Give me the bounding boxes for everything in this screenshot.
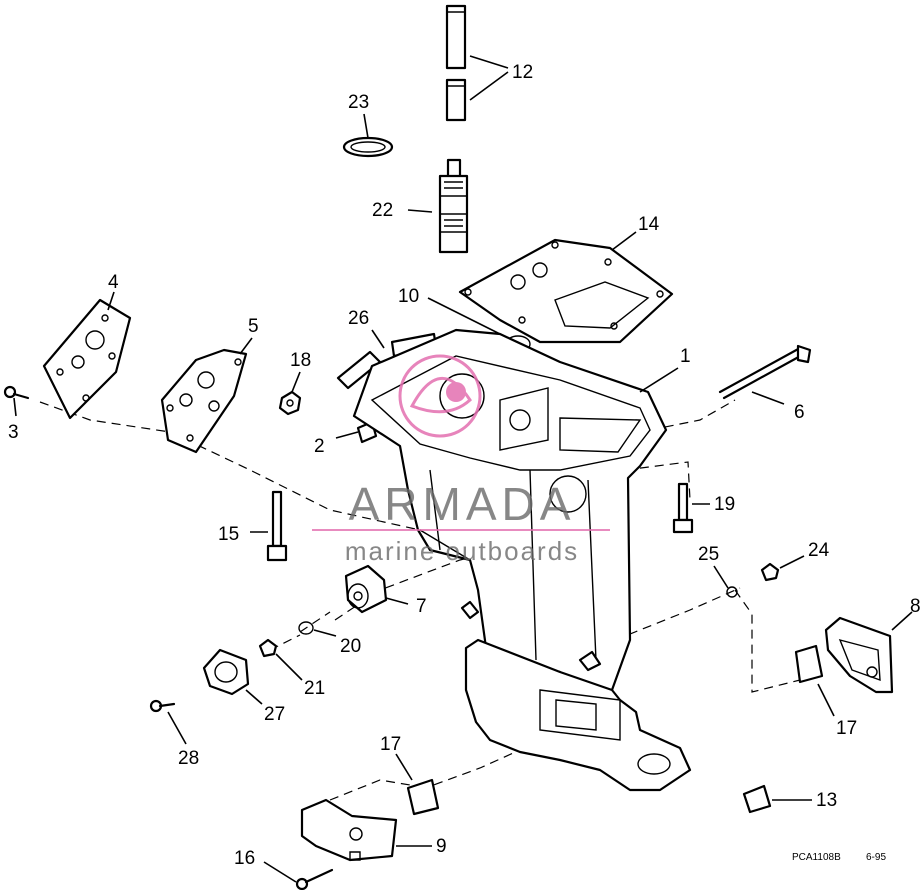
part-25-o-ring	[726, 586, 738, 598]
callout-15: 15	[218, 524, 239, 545]
callout-22: 22	[372, 200, 393, 221]
callout-24: 24	[808, 540, 830, 561]
part-12-water-tubes	[445, 4, 467, 122]
callout-5: 5	[248, 316, 259, 337]
part-17-rubber-block-right	[794, 644, 824, 684]
callout-9: 9	[436, 836, 447, 857]
part-7-rubber-mount	[344, 564, 388, 614]
callout-20: 20	[340, 636, 361, 657]
part-22-filter-screen	[438, 158, 469, 254]
callout-19: 19	[714, 494, 735, 515]
watermark-logo	[398, 354, 482, 438]
part-20-washer	[298, 621, 314, 635]
callout-23: 23	[348, 92, 369, 113]
part-15-bolt	[266, 490, 288, 562]
part-6-long-bolt	[718, 344, 812, 400]
part-14-gasket	[458, 238, 674, 344]
callout-3: 3	[8, 422, 19, 443]
callout-2: 2	[314, 436, 325, 457]
date-code: 6-95	[866, 852, 886, 863]
callout-4: 4	[108, 272, 119, 293]
part-9-lower-mount-bracket	[300, 798, 398, 862]
part-3-screw	[3, 385, 30, 400]
part-27-gasket	[202, 648, 250, 696]
leader-lines	[13, 55, 913, 883]
part-28-screw	[149, 699, 176, 713]
part-24-nut	[760, 562, 780, 582]
callout-17-right: 17	[836, 718, 857, 739]
callout-26: 26	[348, 308, 369, 329]
armada-watermark: ARMADA marine outboards	[312, 354, 610, 566]
part-16-screw	[295, 868, 334, 890]
part-19-bolt	[672, 482, 694, 534]
part-1-exhaust-housing	[352, 328, 668, 692]
part-17-rubber-block-left	[406, 778, 440, 816]
watermark-tagline: marine outboards	[345, 536, 579, 566]
part-5-gasket	[160, 348, 248, 454]
callout-labels: 1 2 3 4 5 6 7 8 9 10 12 13 14 15 16 17 1…	[8, 62, 921, 869]
part-8-bracket	[824, 616, 894, 694]
callout-13: 13	[816, 790, 837, 811]
callout-6: 6	[794, 402, 805, 423]
callout-8: 8	[910, 596, 921, 617]
callout-18: 18	[290, 350, 311, 371]
callout-7: 7	[416, 596, 427, 617]
callout-17-left: 17	[380, 734, 401, 755]
part-13-block	[742, 784, 772, 814]
callout-10: 10	[398, 286, 419, 307]
callout-27: 27	[264, 704, 285, 725]
drawing-code: PCA1108B	[792, 852, 841, 863]
watermark-brand: ARMADA	[349, 478, 576, 530]
callout-16: 16	[234, 848, 255, 869]
part-21-nut	[258, 638, 278, 658]
callout-14: 14	[638, 214, 660, 235]
part-23-clamp	[342, 136, 394, 158]
callout-21: 21	[304, 678, 325, 699]
callout-25: 25	[698, 544, 719, 565]
part-4-cover-plate	[42, 298, 132, 420]
callout-1: 1	[680, 346, 691, 367]
part-1-lower-skirt	[464, 638, 692, 792]
callout-28: 28	[178, 748, 199, 769]
part-18-nut	[278, 390, 302, 416]
callout-12: 12	[512, 62, 533, 83]
